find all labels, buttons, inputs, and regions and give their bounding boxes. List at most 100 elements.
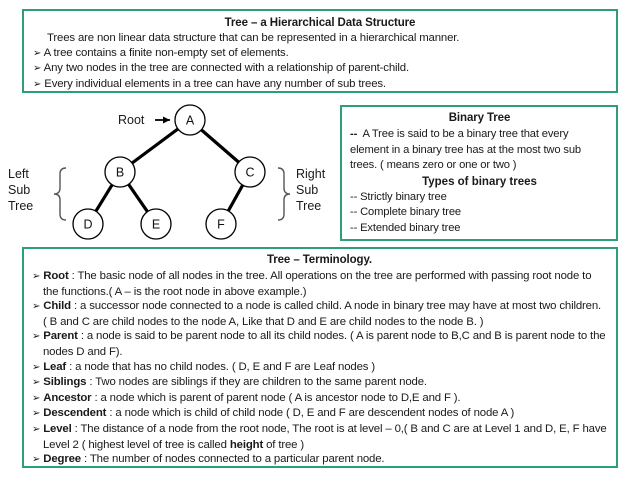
node-label: C <box>245 166 254 180</box>
terminology-term: Degree <box>43 453 81 466</box>
node-circle <box>174 104 206 136</box>
tree-edge-c-f <box>225 181 246 215</box>
terminology-term: Ancestor <box>43 391 92 404</box>
binary-tree-type-item: -- Complete binary tree <box>350 205 609 221</box>
arrow-bullet-icon: ➢ <box>32 392 41 404</box>
terminology-separator: : <box>71 422 81 435</box>
binary-tree-type-text: Strictly binary tree <box>360 190 447 203</box>
terminology-text: a node which is parent of parent node ( … <box>100 391 461 404</box>
terminology-item: ➢ Child : a successor node connected to … <box>32 299 607 329</box>
node-label: E <box>152 218 160 232</box>
root-label: Root <box>118 113 145 127</box>
binary-tree-type-text: Complete binary tree <box>360 206 461 219</box>
terminology-text: The number of nodes connected to a parti… <box>89 453 385 466</box>
terminology-item: ➢ Level : The distance of a node from th… <box>32 422 607 452</box>
binary-tree-title: Binary Tree <box>448 112 511 124</box>
terminology-separator: : <box>70 300 81 313</box>
dash-prefix: -- <box>350 221 358 234</box>
binary-tree-type-item: -- Strictly binary tree <box>350 190 609 206</box>
node-circle <box>140 208 172 240</box>
right-subtree-brace-icon <box>277 167 291 221</box>
terminology-text-tail: of tree ) <box>263 438 305 451</box>
intro-bullet-item: ➢ Every individual elements in a tree ca… <box>33 77 607 93</box>
intro-bullet-item: ➢ A tree contains a finite non-empty set… <box>33 46 607 62</box>
terminology-term: Parent <box>43 330 78 343</box>
arrow-bullet-icon: ➢ <box>32 301 41 313</box>
intro-bullet-text: Every individual elements in a tree can … <box>44 77 386 90</box>
terminology-term: Level <box>43 422 72 435</box>
terminology-separator: : <box>86 376 96 389</box>
node-circle <box>234 156 266 188</box>
terminology-list: ➢ Root : The basic node of all nodes in … <box>32 269 607 468</box>
terminology-text: The basic node of all nodes in the tree.… <box>43 270 592 298</box>
binary-tree-definition-text: A Tree is said to be a binary tree that … <box>350 128 581 172</box>
node-label: A <box>186 114 195 128</box>
left-subtree-brace-icon <box>53 167 67 221</box>
terminology-separator: : <box>91 391 101 404</box>
terminology-item: ➢ Descendent : a node which is child of … <box>32 406 607 422</box>
terminology-item: ➢ Root : The basic node of all nodes in … <box>32 269 607 299</box>
binary-tree-panel: Binary Tree -- A Tree is said to be a bi… <box>340 105 618 241</box>
arrow-bullet-icon: ➢ <box>32 331 41 343</box>
terminology-separator: : <box>68 270 78 282</box>
terminology-separator: : <box>77 330 87 343</box>
terminology-item: ➢ Leaf : a node that has no child nodes.… <box>32 360 607 376</box>
terminology-term: Siblings <box>43 376 87 389</box>
node-label: F <box>217 218 225 232</box>
arrow-bullet-icon: ➢ <box>32 408 41 420</box>
intro-bullet-list: ➢ A tree contains a finite non-empty set… <box>33 46 607 93</box>
arrow-bullet-icon: ➢ <box>32 423 41 435</box>
arrow-bullet-icon: ➢ <box>32 377 41 389</box>
terminology-text: a node is said to be parent node to all … <box>43 330 606 358</box>
terminology-term: Leaf <box>43 360 67 373</box>
intro-bullet-item: ➢ Any two nodes in the tree are connecte… <box>33 61 607 77</box>
tree-node-c: C <box>234 156 266 188</box>
terminology-panel: Tree – Terminology. ➢ Root : The basic n… <box>22 247 618 468</box>
terminology-title: Tree – Terminology. <box>266 254 373 266</box>
tree-node-b: B <box>104 156 136 188</box>
binary-tree-type-item: -- Extended binary tree <box>350 221 609 237</box>
tree-edge-b-d <box>93 181 115 215</box>
node-label: B <box>116 166 124 180</box>
terminology-term: Descendent <box>43 407 107 420</box>
terminology-item: ➢ Degree : The number of nodes connected… <box>32 452 607 468</box>
arrow-bullet-icon: ➢ <box>32 271 41 282</box>
intro-bullet-text: A tree contains a finite non-empty set o… <box>43 46 289 59</box>
terminology-separator: : <box>80 453 90 466</box>
node-circle <box>72 208 104 240</box>
tree-node-e: E <box>140 208 172 240</box>
intro-panel: Tree – a Hierarchical Data Structure Tre… <box>22 9 618 93</box>
terminology-text: Two nodes are siblings if they are child… <box>95 376 427 389</box>
tree-edge-a-c <box>198 126 242 166</box>
dash-prefix: -- <box>350 190 358 203</box>
node-circle <box>205 208 237 240</box>
arrow-bullet-icon: ➢ <box>32 361 41 373</box>
binary-tree-definition-prefix: -- <box>350 128 358 140</box>
terminology-text: The distance of a node from the root nod… <box>43 422 607 451</box>
terminology-term: Child <box>43 300 71 313</box>
intro-lead: Trees are non linear data structure that… <box>47 32 460 44</box>
terminology-separator: : <box>106 407 116 420</box>
arrow-bullet-icon: ➢ <box>33 47 42 59</box>
terminology-text: a successor node connected to a node is … <box>43 300 602 328</box>
arrow-bullet-icon: ➢ <box>33 78 42 90</box>
tree-edge-a-b <box>128 126 182 166</box>
arrow-bullet-icon: ➢ <box>33 63 42 75</box>
binary-tree-type-text: Extended binary tree <box>360 221 461 234</box>
intro-bullet-text: Any two nodes in the tree are connected … <box>43 62 410 75</box>
terminology-emphasis: height <box>229 438 264 451</box>
binary-tree-types-title: Types of binary trees <box>422 175 537 188</box>
tree-node-f: F <box>205 208 237 240</box>
root-arrow-icon <box>155 116 170 124</box>
terminology-text: a node that has no child nodes. ( D, E a… <box>75 360 375 373</box>
dash-prefix: -- <box>350 206 358 219</box>
binary-tree-definition: -- A Tree is said to be a binary tree th… <box>350 127 609 174</box>
terminology-item: ➢ Ancestor : a node which is parent of p… <box>32 391 607 407</box>
tree-edges <box>93 126 246 215</box>
tree-edge-b-e <box>125 181 151 215</box>
